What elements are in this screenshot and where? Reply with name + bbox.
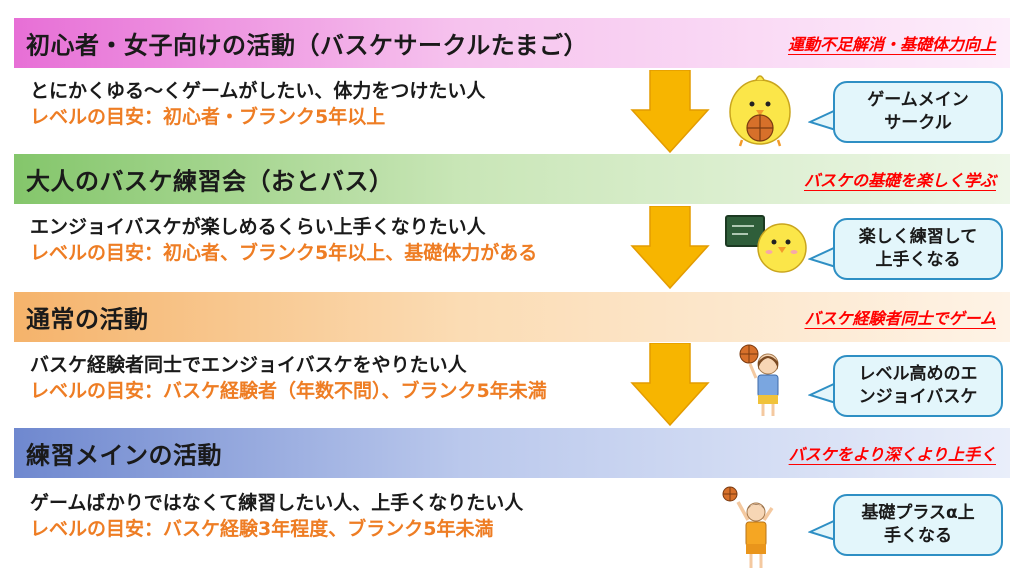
section-2-tag: バスケの基礎を楽しく学ぶ: [803, 171, 996, 190]
section-4-bubble-line-2: 手くなる: [884, 526, 952, 546]
speech-bubble-tail: [808, 519, 837, 541]
section-3-description: バスケ経験者同士でエンジョイバスケをやりたい人 レベルの目安：バスケ経験者（年数…: [30, 352, 547, 404]
down-arrow-icon: [630, 70, 710, 154]
speech-bubble-tail: [808, 246, 837, 268]
section-3-level: レベルの目安：バスケ経験者（年数不問）、ブランク5年未満: [30, 380, 547, 402]
section-4-speech-bubble: 基礎プラスα上手くなる: [833, 494, 1003, 556]
section-2-header: 大人のバスケ練習会（おとバス） バスケの基礎を楽しく学ぶ: [14, 154, 1010, 204]
section-3-header: 通常の活動 バスケ経験者同士でゲーム: [14, 292, 1010, 342]
section-2-bubble-line-2: 上手くなる: [875, 250, 961, 270]
section-3-bubble-line-1: レベル高めのエ: [858, 364, 978, 384]
section-4-description: ゲームばかりではなくて練習したい人、上手くなりたい人 レベルの目安：バスケ経験3…: [30, 490, 523, 542]
section-4-title: 練習メインの活動: [26, 441, 222, 470]
girl-spinning-basketball-icon: [739, 344, 779, 416]
down-arrow-icon: [630, 343, 710, 427]
section-1-speech-bubble: ゲームメインサークル: [833, 81, 1003, 143]
section-3-speech-bubble: レベル高めのエンジョイバスケ: [833, 355, 1003, 417]
section-2-speech-bubble: 楽しく練習して上手くなる: [833, 218, 1003, 280]
speech-bubble-tail: [808, 382, 837, 404]
section-3-tag: バスケ経験者同士でゲーム: [804, 309, 996, 328]
section-4-header: 練習メインの活動 バスケをより深くより上手く: [14, 428, 1010, 478]
down-arrow-icon: [630, 206, 710, 290]
section-3-title: 通常の活動: [26, 305, 149, 334]
section-2-level: レベルの目安：初心者、ブランク5年以上、基礎体力がある: [30, 242, 538, 264]
section-2-bubble-line-1: 楽しく練習して: [858, 227, 978, 247]
section-1-tag: 運動不足解消・基礎体力向上: [787, 35, 996, 54]
section-3-bubble-line-2: ンジョイバスケ: [858, 387, 978, 407]
chick-with-basketball-icon: [729, 75, 791, 147]
section-1-title: 初心者・女子向けの活動（バスケサークルたまご）: [26, 31, 589, 60]
speech-bubble-tail: [808, 109, 837, 131]
section-1-description: とにかくゆる～くゲームがしたい、体力をつけたい人 レベルの目安：初心者・ブランク…: [30, 78, 485, 130]
section-2-target: エンジョイバスケが楽しめるくらい上手くなりたい人: [30, 216, 486, 238]
section-1-target: とにかくゆる～くゲームがしたい、体力をつけたい人: [30, 80, 486, 102]
section-2-description: エンジョイバスケが楽しめるくらい上手くなりたい人 レベルの目安：初心者、ブランク…: [30, 214, 537, 266]
section-4-bubble-line-1: 基礎プラスα上: [861, 503, 975, 523]
chick-with-chalkboard-icon: [725, 215, 807, 273]
section-1-bubble-line-1: ゲームメイン: [867, 90, 969, 110]
section-1-bubble-line-2: サークル: [884, 113, 952, 133]
boy-shooting-basketball-icon: [722, 486, 774, 568]
section-4-level: レベルの目安：バスケ経験3年程度、ブランク5年未満: [30, 518, 494, 540]
section-1-level: レベルの目安：初心者・ブランク5年以上: [30, 106, 386, 128]
section-4-target: ゲームばかりではなくて練習したい人、上手くなりたい人: [30, 492, 524, 514]
section-2-title: 大人のバスケ練習会（おとバス）: [26, 167, 394, 196]
section-4-tag: バスケをより深くより上手く: [788, 445, 996, 464]
section-3-target: バスケ経験者同士でエンジョイバスケをやりたい人: [30, 354, 467, 376]
section-1-header: 初心者・女子向けの活動（バスケサークルたまご） 運動不足解消・基礎体力向上: [14, 18, 1010, 68]
